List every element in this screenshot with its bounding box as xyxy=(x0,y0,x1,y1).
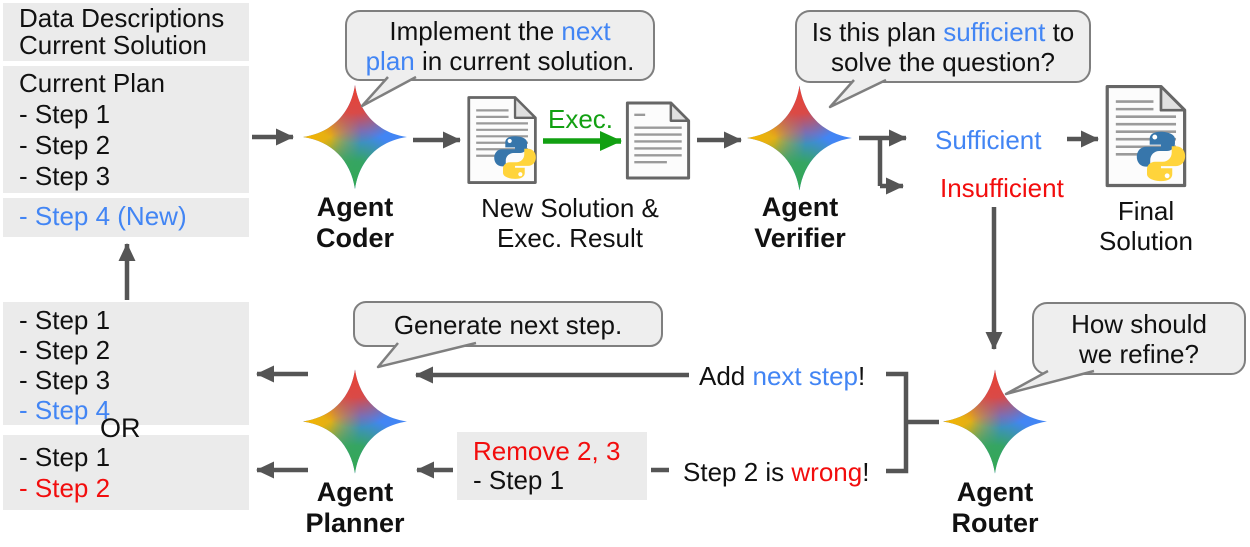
insufficient-label: Insufficient xyxy=(940,173,1064,203)
router-bracket xyxy=(886,371,939,474)
plan-b-step-1: - Step 1 xyxy=(19,442,111,472)
router-bubble-line-2: we refine? xyxy=(1079,339,1199,369)
remove-steps-keep: - Step 1 xyxy=(473,465,565,495)
remove-steps-box: Remove 2, 3 - Step 1 xyxy=(457,432,647,500)
final-solution-python-file-icon xyxy=(1104,84,1190,188)
router-star-icon xyxy=(942,368,1048,475)
context-line-1: Data Descriptions xyxy=(19,3,225,33)
current-plan-box: Current Plan - Step 1 - Step 2 - Step 3 xyxy=(3,66,249,193)
plan-a-step-2: - Step 2 xyxy=(19,335,111,365)
sufficient-label: Sufficient xyxy=(935,125,1042,155)
context-line-2: Current Solution xyxy=(19,30,207,60)
plan-a-step-1: - Step 1 xyxy=(19,305,111,335)
new-solution-caption: New Solution &Exec. Result xyxy=(481,193,659,253)
plan-a-step-3: - Step 3 xyxy=(19,365,111,395)
current-plan-title: Current Plan xyxy=(19,68,165,98)
python-file-icon xyxy=(466,95,540,185)
context-box: Data Descriptions Current Solution xyxy=(3,3,249,61)
coder-star-icon xyxy=(300,84,410,190)
plan-a-step-4: - Step 4 xyxy=(19,395,111,425)
coder-bubble-line-1: Implement the next xyxy=(389,16,611,46)
verifier-bubble-line-2: solve the question? xyxy=(830,47,1056,77)
refined-plan-a-box: - Step 1 - Step 2 - Step 3 - Step 4 xyxy=(3,302,249,425)
exec-label: Exec. xyxy=(548,104,614,134)
router-speech-bubble: How should we refine? xyxy=(1032,302,1246,375)
planner-star-icon xyxy=(302,368,408,475)
plan-step-3: - Step 3 xyxy=(19,161,111,191)
coder-speech-bubble: Implement the next plan in current solut… xyxy=(345,10,655,81)
add-next-step-label: Add next step! xyxy=(699,361,866,391)
planner-speech-bubble: Generate next step. xyxy=(353,301,663,347)
verifier-speech-bubble: Is this plan sufficient to solve the que… xyxy=(795,10,1091,83)
new-step-text: - Step 4 (New) xyxy=(19,201,187,231)
verifier-star-icon xyxy=(746,84,853,192)
coder-bubble-line-2: plan in current solution. xyxy=(365,46,635,76)
refined-plan-b-box: - Step 1 - Step 2 xyxy=(3,435,249,510)
verifier-bubble-line-1: Is this plan sufficient to xyxy=(811,17,1075,47)
or-label: OR xyxy=(100,413,141,443)
router-bubble-line-1: How should xyxy=(1071,309,1207,339)
result-document-icon xyxy=(625,101,691,180)
remove-steps-line: Remove 2, 3 xyxy=(473,436,621,466)
plan-step-2: - Step 2 xyxy=(19,130,111,160)
new-step-box: - Step 4 (New) xyxy=(3,198,249,237)
step-wrong-label: Step 2 is wrong! xyxy=(683,457,870,487)
planner-bubble-text: Generate next step. xyxy=(393,310,623,340)
plan-b-step-2: - Step 2 xyxy=(19,473,111,503)
plan-step-1: - Step 1 xyxy=(19,99,111,129)
